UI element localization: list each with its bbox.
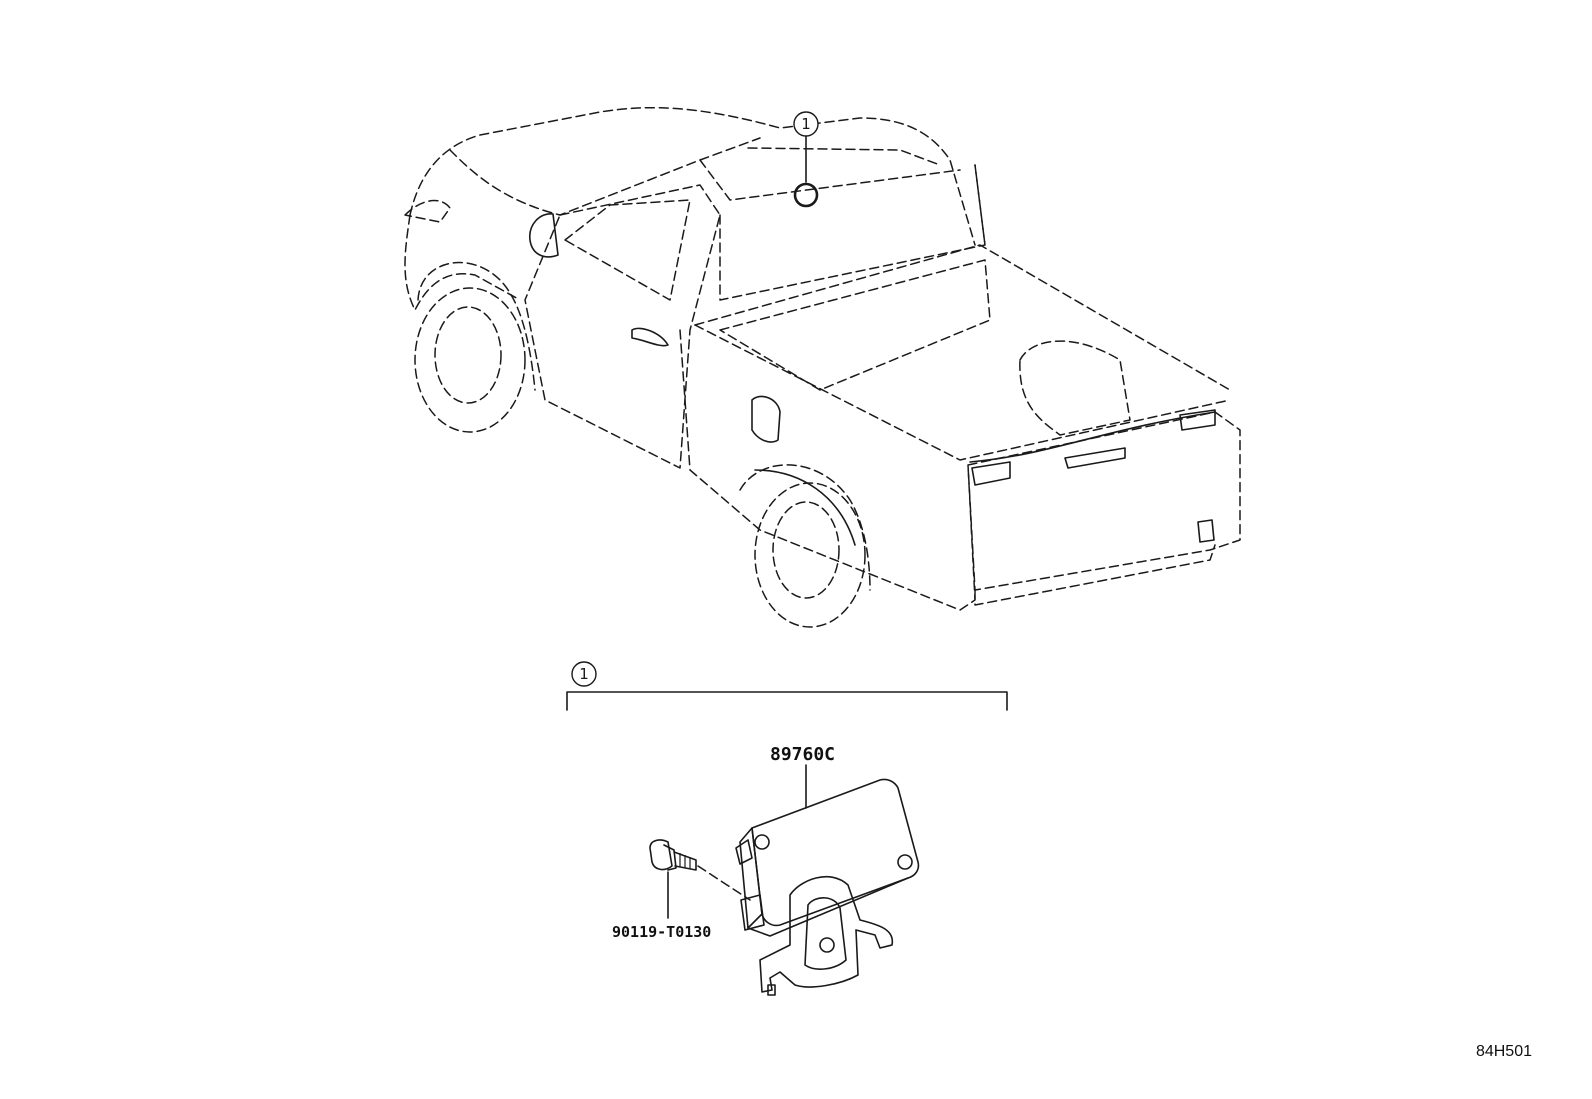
tail-light-right xyxy=(1179,409,1216,431)
tailgate-handle xyxy=(1064,447,1126,469)
cab-a-pillar xyxy=(974,164,986,246)
vehicle-outline xyxy=(404,106,1241,628)
door-window xyxy=(564,199,691,301)
tailgate-top-trim xyxy=(969,411,1216,463)
front-fender-flare xyxy=(417,261,536,391)
hitch xyxy=(1197,519,1215,543)
rear-quarter xyxy=(679,329,976,611)
rear-flare-solid xyxy=(754,469,856,546)
rear-bumper xyxy=(974,544,1216,606)
bracket-foot-pin xyxy=(767,984,776,996)
cab-back-wall xyxy=(719,164,986,301)
roof-line xyxy=(699,159,961,201)
group-callout-circle xyxy=(571,661,597,687)
front-tire xyxy=(414,287,526,433)
side-mirror xyxy=(529,213,559,258)
module-boss-left xyxy=(754,834,770,850)
module-mount-tab xyxy=(735,839,753,865)
front-rim xyxy=(434,306,502,404)
bolt-part-label: 90119-T0130 xyxy=(612,923,711,941)
mounting-bracket xyxy=(759,875,894,993)
windshield-top xyxy=(449,137,761,216)
bolt-flange xyxy=(663,844,677,871)
bolt-head xyxy=(649,839,673,871)
bed-wheelwell xyxy=(1019,340,1131,436)
bracket-face xyxy=(804,897,847,970)
diagram-reference-code: 84H501 xyxy=(1476,1043,1532,1060)
group-callout-number: 1 xyxy=(579,665,589,683)
module-assembly: 89760C xyxy=(735,744,920,996)
hood xyxy=(404,214,521,311)
tail-light-left xyxy=(971,461,1011,486)
module-top-face xyxy=(751,778,920,927)
front-headlight xyxy=(404,199,451,223)
front-door xyxy=(524,184,721,469)
group-bracket-line xyxy=(566,691,1008,711)
module-part-label: 89760C xyxy=(770,744,835,765)
bed-near-rail xyxy=(694,324,1231,461)
fuel-door xyxy=(751,395,781,443)
location-marker xyxy=(793,182,819,208)
module-boss-right xyxy=(897,854,913,870)
rear-rim xyxy=(772,501,840,599)
bolt-assembly: 90119-T0130 xyxy=(612,839,751,941)
bolt-install-path xyxy=(697,865,751,901)
bracket-hole xyxy=(819,937,835,953)
door-handle xyxy=(631,327,669,347)
group-bracket: 1 xyxy=(566,661,1008,711)
tailgate xyxy=(967,411,1241,591)
cab-roof xyxy=(409,106,976,246)
module-bottom-edge xyxy=(747,877,909,937)
vehicle-callout-group: 1 xyxy=(793,111,819,208)
bed-left-rail xyxy=(694,244,1231,391)
rear-window xyxy=(747,147,941,166)
module-connector xyxy=(740,894,765,931)
vehicle-callout-number: 1 xyxy=(801,115,811,133)
bolt-threads xyxy=(679,853,691,869)
vehicle-callout-circle xyxy=(793,111,819,137)
bed-floor xyxy=(719,259,991,391)
rear-tire xyxy=(754,482,866,628)
